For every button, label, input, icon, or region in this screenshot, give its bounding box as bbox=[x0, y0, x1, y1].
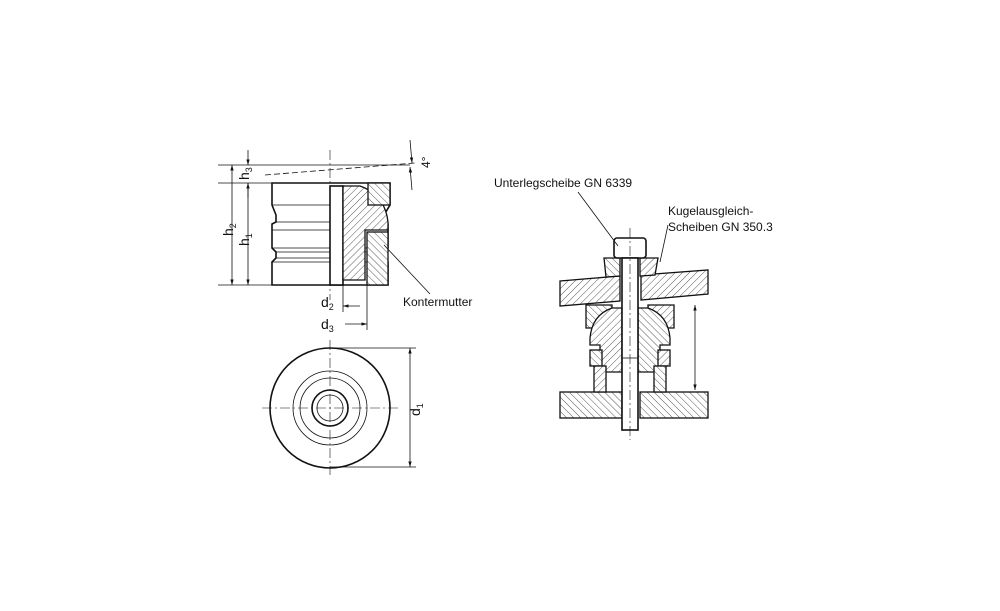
base-plate-right bbox=[639, 391, 709, 419]
h3-label: h3 bbox=[236, 167, 254, 180]
nut-left bbox=[589, 349, 603, 367]
spherical-washer-top-left bbox=[603, 257, 621, 278]
assembly-view: Unterlegscheibe GN 6339 Kugelausgleich- … bbox=[494, 176, 773, 440]
d1-label: d1 bbox=[407, 403, 425, 416]
spherical-callout-line2: Scheiben GN 350.3 bbox=[668, 220, 773, 234]
d2-label: d2 bbox=[321, 294, 334, 312]
base-plate-left bbox=[559, 391, 623, 419]
washer-leader bbox=[577, 191, 619, 247]
top-ring-section bbox=[367, 182, 391, 206]
spherical-washer-top-right bbox=[639, 257, 659, 277]
washer-callout: Unterlegscheibe GN 6339 bbox=[494, 176, 632, 190]
kontermutter-callout: Kontermutter bbox=[403, 295, 472, 309]
side-view: h2 h1 h3 4° d2 d3 Kontermutter bbox=[218, 139, 472, 334]
nut-right bbox=[657, 349, 671, 367]
h1-label: h1 bbox=[236, 233, 254, 246]
spherical-insert-section bbox=[342, 185, 389, 281]
spherical-leader bbox=[659, 224, 669, 263]
spherical-callout-line1: Kugelausgleich- bbox=[668, 204, 753, 218]
h2-label: h2 bbox=[220, 223, 238, 236]
sleeve-right bbox=[653, 365, 667, 393]
lock-nut-section bbox=[366, 231, 389, 286]
bore bbox=[329, 185, 344, 286]
d3-label: d3 bbox=[321, 316, 334, 334]
upper-plate-right bbox=[640, 269, 709, 301]
kontermutter-leader bbox=[383, 244, 431, 295]
upper-plate-left bbox=[559, 275, 621, 307]
sleeve-left bbox=[593, 365, 607, 393]
top-view: d1 bbox=[262, 340, 425, 475]
angle-label: 4° bbox=[419, 156, 433, 168]
